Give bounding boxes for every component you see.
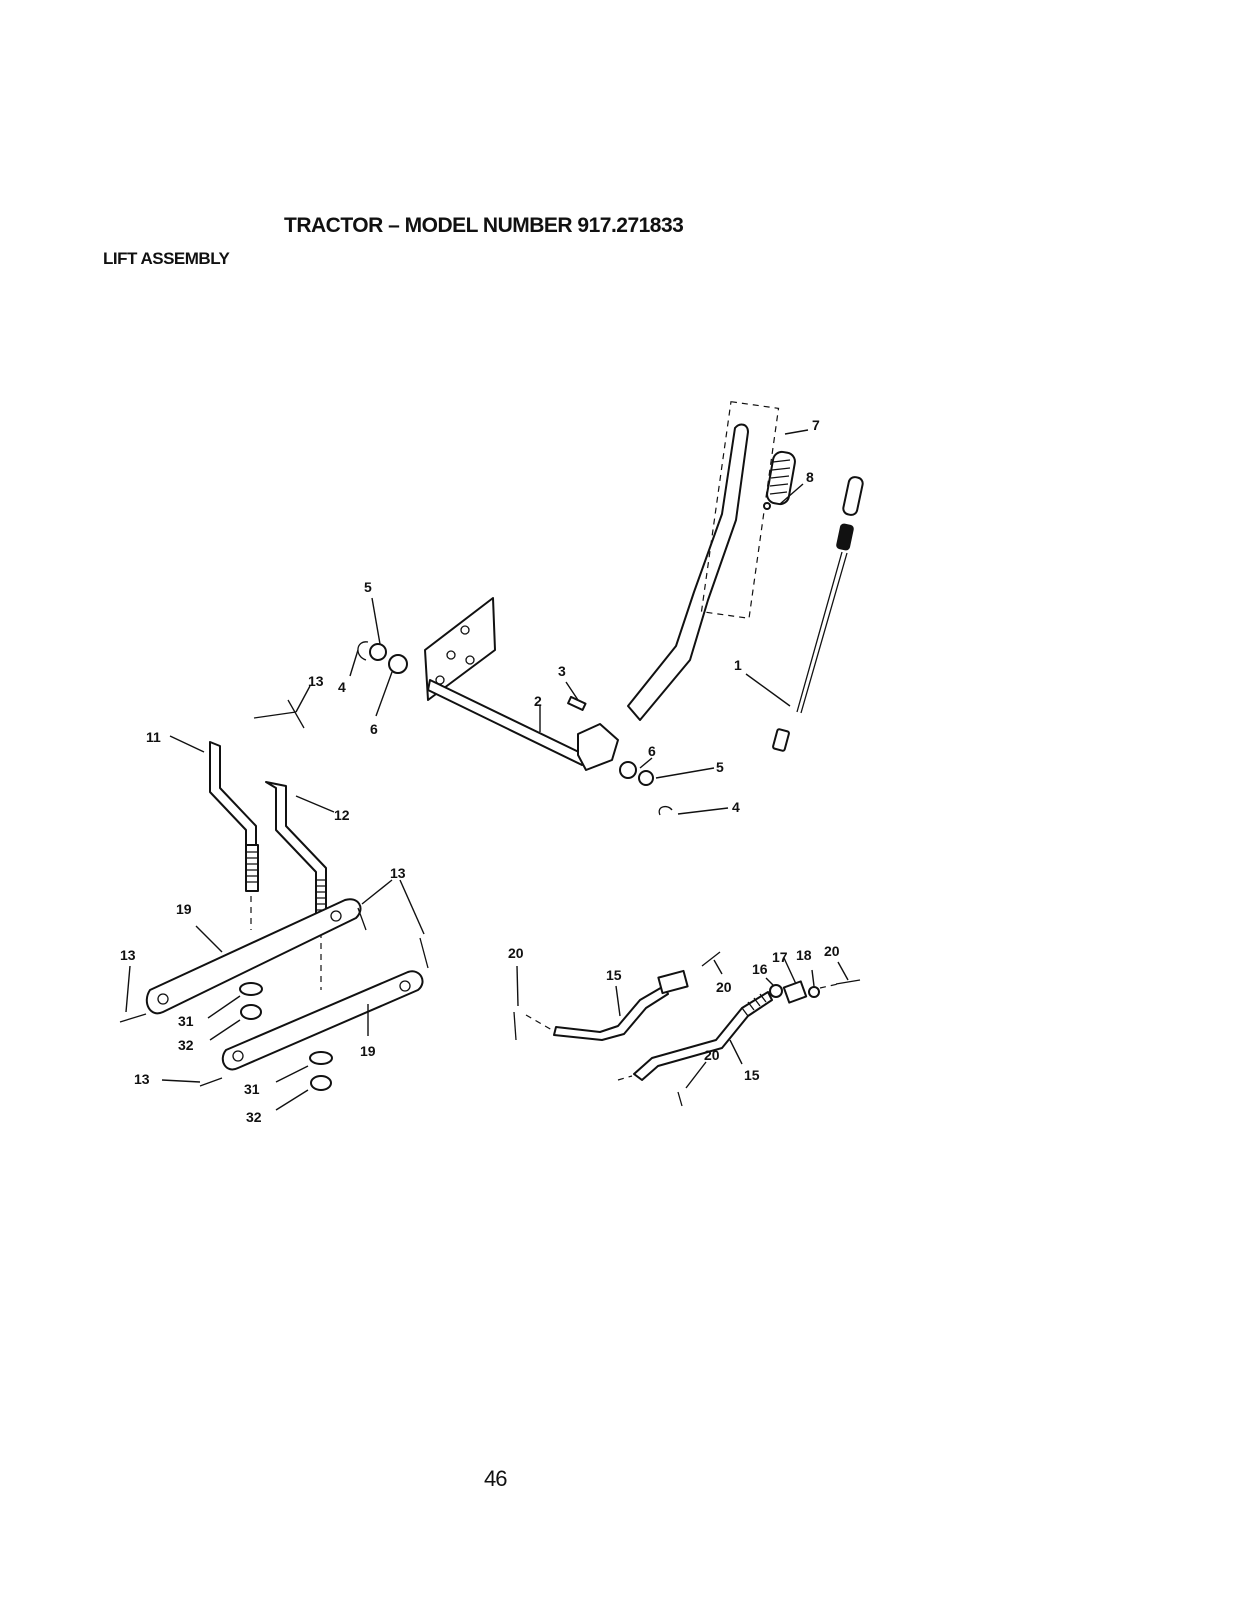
callout-label: 19: [176, 901, 192, 917]
washer: [370, 644, 386, 660]
cotter-pin: [200, 1078, 222, 1086]
grip-pin: [764, 503, 770, 509]
cotter-pin: [120, 1014, 146, 1022]
callout-label: 8: [806, 469, 814, 485]
nut: [809, 987, 819, 997]
cotter-pin: [358, 908, 428, 968]
washer: [770, 985, 782, 997]
callout-label: 16: [752, 961, 768, 977]
washer: [639, 771, 653, 785]
callout-label: 1: [734, 657, 742, 673]
cotter-pin: [678, 1092, 682, 1106]
callout-label: 5: [364, 579, 372, 595]
shaft-bracket: [578, 724, 618, 770]
lift-rod: [773, 476, 864, 751]
callout-label: 20: [508, 945, 524, 961]
washer: [310, 1052, 332, 1064]
callout-label: 20: [824, 943, 840, 959]
callout-label: 6: [648, 743, 656, 759]
callout-label: 31: [244, 1081, 260, 1097]
cotter-pin: [514, 1012, 516, 1040]
callout-label: 19: [360, 1043, 376, 1059]
callout-label: 13: [134, 1071, 150, 1087]
page-number: 46: [484, 1466, 506, 1492]
callout-label: 31: [178, 1013, 194, 1029]
callout-label: 13: [120, 947, 136, 963]
leader-lines: [126, 430, 848, 1110]
nut: [241, 1005, 261, 1019]
callout-label: 7: [812, 417, 820, 433]
cotter-pin: [254, 700, 304, 728]
callout-label: 12: [334, 807, 350, 823]
callout-label: 6: [370, 721, 378, 737]
clip: [659, 807, 672, 815]
callout-label: 20: [704, 1047, 720, 1063]
lift-handle: [628, 402, 779, 720]
callout-label: 15: [744, 1067, 760, 1083]
clip: [358, 642, 368, 660]
callout-label: 13: [390, 865, 406, 881]
lift-link-left: [210, 742, 258, 891]
trunnion: [784, 981, 806, 1002]
handle-grip: [766, 450, 797, 505]
callout-label: 5: [716, 759, 724, 775]
lift-shaft: [428, 680, 585, 765]
callout-label: 20: [716, 979, 732, 995]
callout-label: 11: [146, 729, 161, 745]
callout-label: 13: [308, 673, 324, 689]
callout-label: 32: [246, 1109, 262, 1125]
nut: [311, 1076, 331, 1090]
washer: [240, 983, 262, 995]
callout-label: 4: [732, 799, 740, 815]
callout-label: 32: [178, 1037, 194, 1053]
bushing: [620, 762, 636, 778]
callout-label: 3: [558, 663, 566, 679]
cotter-pin: [702, 952, 720, 966]
callout-label: 18: [796, 947, 812, 963]
bushing: [389, 655, 407, 673]
callout-label: 15: [606, 967, 622, 983]
cotter-pin: [836, 980, 860, 984]
callout-label: 17: [772, 949, 788, 965]
callout-label: 4: [338, 679, 346, 695]
callout-label: 2: [534, 693, 542, 709]
